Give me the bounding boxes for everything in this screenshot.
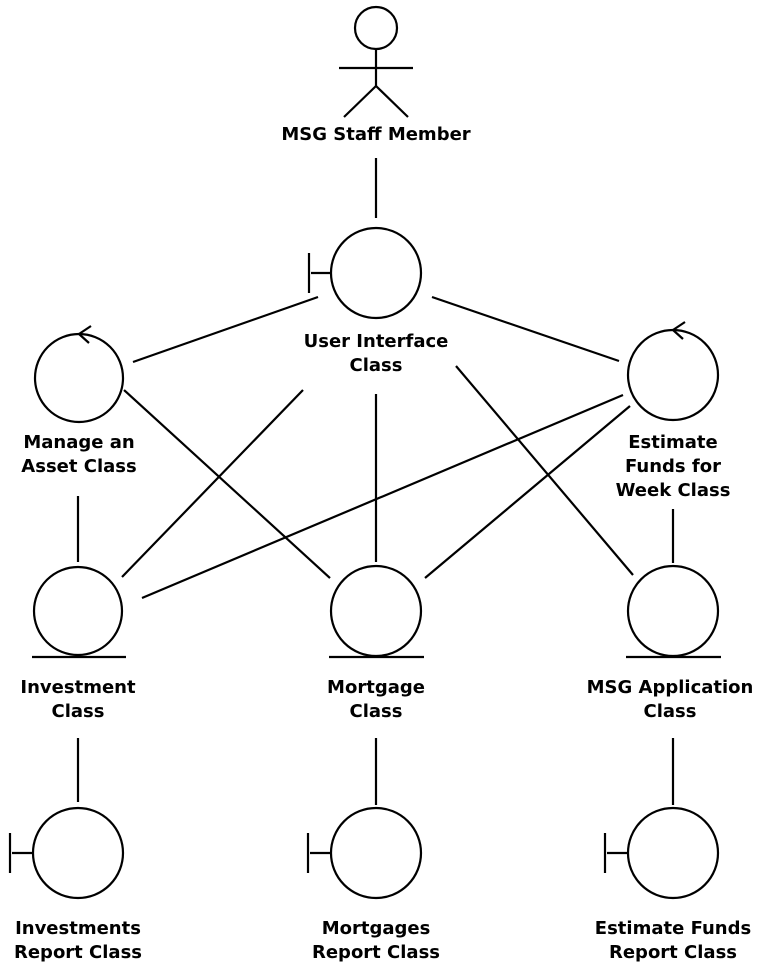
boundary-icon-investments-report [8,806,125,900]
estimate-funds-label-line3: Week Class [615,480,731,501]
investment-label-line1: Investment [20,677,136,698]
manage-asset-label-line2: Asset Class [21,456,137,477]
estimate-funds-label: Estimate Funds for Week Class [616,431,731,503]
user-interface-label-line2: Class [349,355,403,376]
user-interface-label: User Interface Class [304,330,449,378]
link-ui-investment [121,389,304,578]
boundary-icon-user-interface [307,226,423,320]
msg-application-label-line1: MSG Application [586,677,754,698]
entity-icon-mortgage [329,564,424,659]
user-interface-label-line1: User Interface [303,331,449,352]
mortgage-label-line1: Mortgage [327,677,425,698]
mortgage-label: Mortgage Class [327,676,425,724]
estimate-funds-label-line2: Funds for [625,456,721,477]
estimate-funds-report-label-line2: Report Class [608,942,738,963]
investments-report-label-line1: Investments [15,918,141,939]
investment-label: Investment Class [20,676,135,724]
link-ui-estimate [431,295,620,363]
msg-application-label-line2: Class [643,701,697,722]
estimate-funds-label-line1: Estimate [628,432,718,453]
mortgages-report-label: Mortgages Report Class [312,917,440,965]
estimate-funds-report-label: Estimate Funds Report Class [595,917,751,965]
link-ui-application [455,365,634,576]
mortgage-label-line2: Class [349,701,403,722]
mortgages-report-label-line1: Mortgages [321,918,431,939]
investments-report-label: Investments Report Class [14,917,142,965]
control-icon-estimate-funds [626,321,720,422]
control-icon-manage-asset [33,325,125,424]
investments-report-label-line2: Report Class [13,942,143,963]
msg-application-label: MSG Application Class [587,676,754,724]
actor-label-line1: MSG Staff Member [281,124,471,145]
actor-label: MSG Staff Member [281,123,470,147]
link-ui-manage [132,295,319,364]
boundary-icon-estimate-funds-report [603,806,720,900]
link-estimate-mortgage [424,405,631,579]
entity-icon-investment [32,565,126,659]
mortgages-report-label-line2: Report Class [311,942,441,963]
manage-asset-label-line1: Manage an [23,432,135,453]
link-estimate-investment [141,393,624,600]
entity-icon-msg-application [626,564,721,659]
actor-icon [339,5,413,118]
boundary-icon-mortgages-report [306,806,423,900]
connectors [76,158,675,805]
manage-asset-label: Manage an Asset Class [21,431,136,479]
investment-label-line2: Class [51,701,105,722]
estimate-funds-report-label-line1: Estimate Funds [594,918,752,939]
link-manage-mortgage [123,389,331,579]
